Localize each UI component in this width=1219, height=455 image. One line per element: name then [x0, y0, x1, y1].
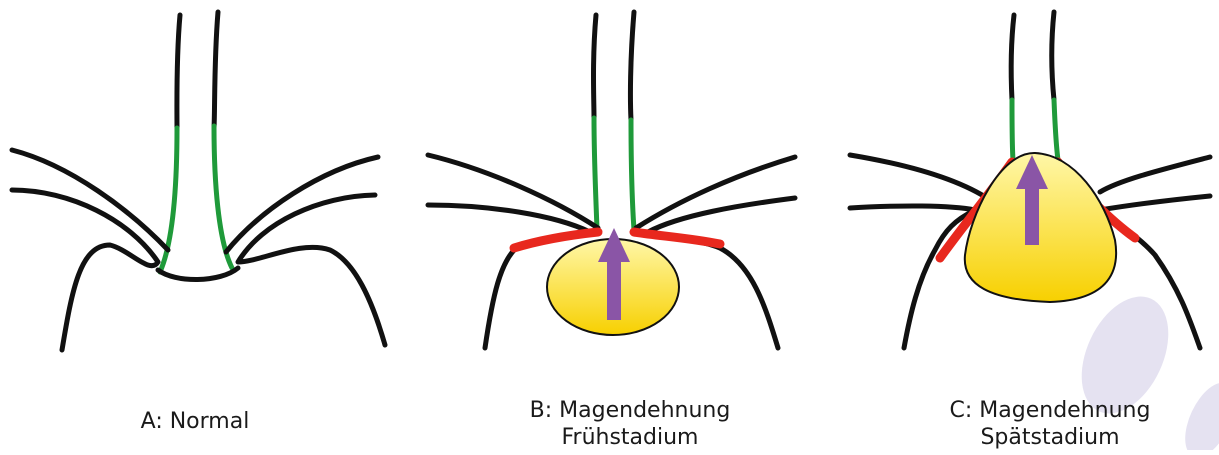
esophagus-left-wall: [1011, 15, 1014, 100]
diaphragm-left-lower: [12, 190, 158, 350]
caption-a-line1: A: Normal: [95, 408, 295, 435]
caption-panel-a: A: Normal: [95, 408, 295, 435]
diaphragm-right-upper: [1100, 157, 1210, 192]
esophagus-left-mucosa: [1012, 100, 1013, 160]
esophagus-left-wall: [177, 15, 180, 130]
diaphragm-right-upper: [226, 157, 378, 252]
caption-panel-c: C: Magendehnung Spätstadium: [920, 397, 1180, 451]
esophagus-right-wall: [630, 12, 634, 120]
esophagus-left-wall: [594, 15, 597, 118]
diaphragm-left-lower: [850, 206, 975, 348]
panel-a-drawing: [12, 12, 385, 350]
esophagus-left-mucosa: [594, 118, 597, 230]
irritation-right: [634, 232, 720, 244]
esophagus-right-wall: [214, 12, 218, 128]
caption-b-line1: B: Magendehnung: [500, 397, 760, 424]
esophagus-right-mucosa: [631, 120, 634, 230]
diaphragm-right-upper: [636, 157, 795, 228]
panel-c-drawing: [850, 12, 1210, 348]
diaphragm-left-upper: [12, 150, 168, 250]
caption-panel-b: B: Magendehnung Frühstadium: [500, 397, 760, 451]
diaphragm-left-upper: [850, 155, 990, 200]
esophagus-right-mucosa: [1054, 100, 1058, 160]
esophagus-right-wall: [1052, 12, 1054, 100]
watermark-shape: [1175, 375, 1219, 450]
caption-b-line2: Frühstadium: [500, 424, 760, 451]
stomach-base: [158, 268, 238, 280]
caption-c-line2: Spätstadium: [920, 424, 1180, 451]
diaphragm-left-upper: [428, 155, 598, 228]
caption-c-line1: C: Magendehnung: [920, 397, 1180, 424]
panel-b-drawing: [428, 12, 795, 348]
